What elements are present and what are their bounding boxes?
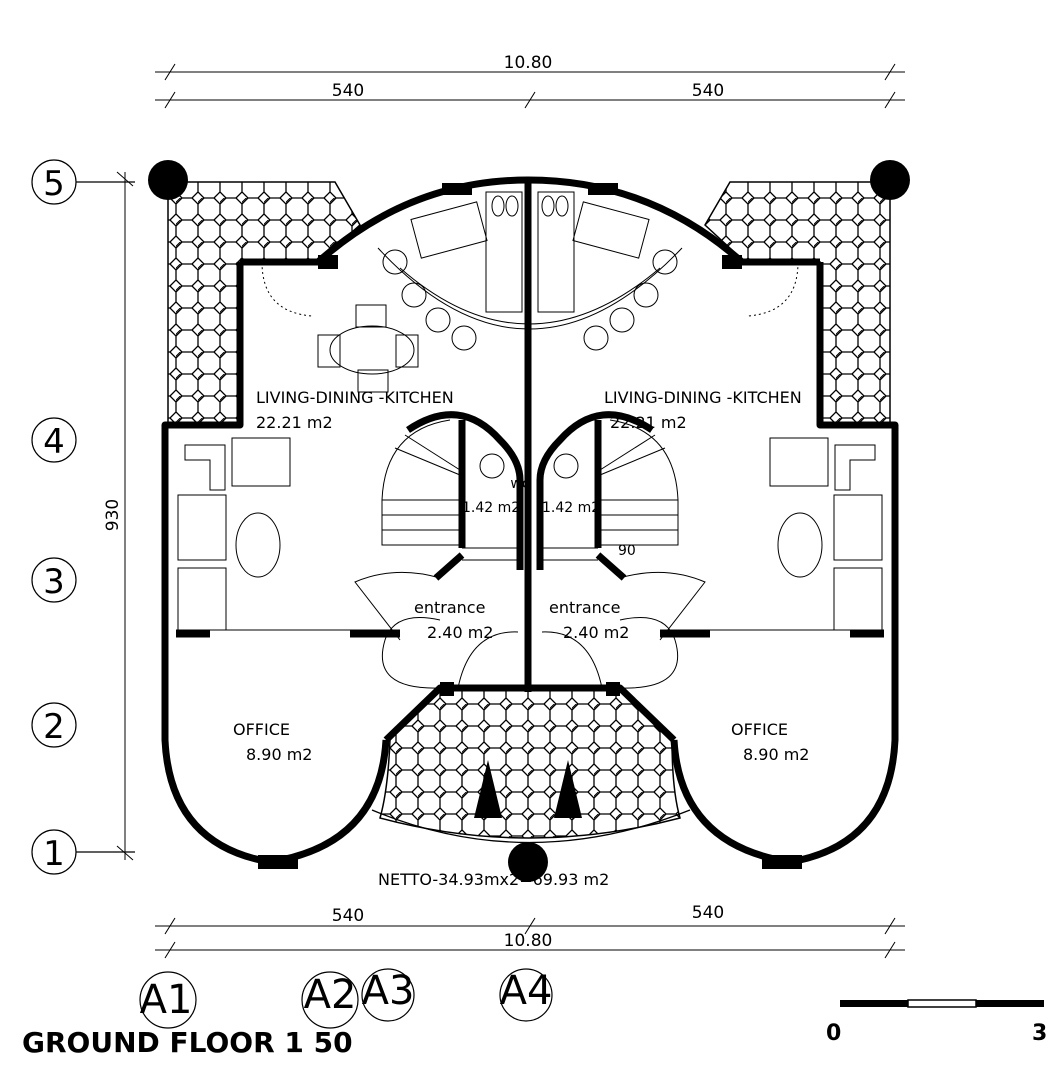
wc-left-area: 1.42 m2 [462,500,520,516]
bottom-dimension-lines [155,917,905,959]
bottom-right-dimension: 540 [692,903,724,923]
entrance-arrow-left [474,760,502,818]
entrance-right-area: 2.40 m2 [563,623,629,642]
scale-bar [840,999,1044,1008]
entrance-left-name: entrance [414,598,485,617]
netto-area: NETTO-34.93mx2=69.93 m2 [378,870,609,889]
tiled-terraces [167,181,891,839]
vertical-dimension: 930 [103,499,123,531]
ldk-left-area: 22.21 m2 [256,413,333,432]
grid-col-a3: A3 [362,968,415,1014]
top-left-dimension: 540 [332,81,364,101]
office-right-area: 8.90 m2 [743,745,809,764]
grid-row-3: 3 [43,562,65,602]
top-total-dimension: 10.80 [504,53,553,73]
drawing-title: GROUND FLOOR 1 50 [22,1026,353,1059]
grid-row-5: 5 [43,164,65,204]
structural-columns [148,160,910,882]
office-right-name: OFFICE [731,720,788,739]
entrance-left-area: 2.40 m2 [427,623,493,642]
ldk-left-name: LIVING-DINING -KITCHEN [256,388,454,407]
grid-col-a4: A4 [500,968,553,1014]
grid-col-a1: A1 [140,977,193,1023]
top-right-dimension: 540 [692,81,724,101]
ldk-right-name: LIVING-DINING -KITCHEN [604,388,802,407]
office-left-area: 8.90 m2 [246,745,312,764]
grid-row-markers [31,159,135,875]
ldk-right-area: 22.21 m2 [610,413,687,432]
grid-row-4: 4 [43,422,65,462]
wc-right-area: 1.42 m2 [542,500,600,516]
grid-column-markers [139,968,553,1029]
entrance-arrow-right [554,760,582,818]
bottom-left-dimension: 540 [332,906,364,926]
stair-angle: 90 [618,543,636,559]
scale-bar-end: 3 [1032,1021,1047,1046]
grid-row-2: 2 [43,707,65,747]
bottom-total-dimension: 10.80 [504,931,553,951]
grid-col-a2: A2 [304,972,357,1018]
walls [161,176,899,866]
scale-bar-start: 0 [826,1021,841,1046]
office-left-name: OFFICE [233,720,290,739]
grid-row-1: 1 [43,834,65,874]
entrance-right-name: entrance [549,598,620,617]
vertical-dimension-line [116,171,134,861]
top-dimension-lines [155,63,905,109]
wc-label: wc [510,476,529,492]
